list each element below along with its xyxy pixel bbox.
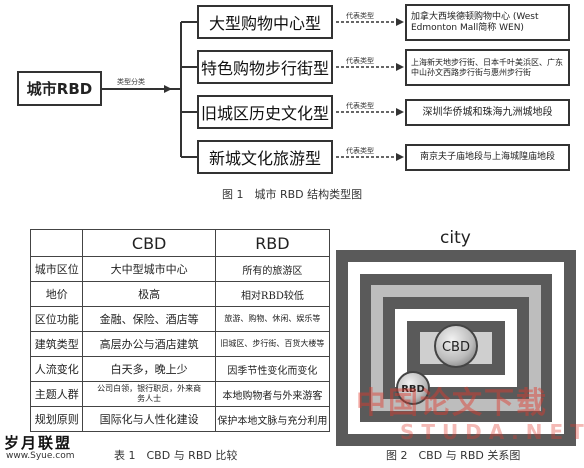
example-box-3: 深圳华侨城和珠海九洲城地段 [405,99,570,126]
example-text: 加拿大西埃德顿购物中心 (West Edmonton Mall简称 WEN) [411,11,539,33]
table-cell: 高层办公与酒店建筑 [82,331,216,357]
cbd-disc [434,324,478,368]
table-header-cell: CBD [82,229,216,257]
table-header-cell [29,229,84,257]
table-cell: 本地购物者与外来游客 [214,381,331,407]
table-cell: 人流变化 [29,356,84,382]
table-cell: 主题人群 [29,381,84,407]
watermark-right-cn: 中国论文下载 [356,386,548,421]
rep-label-3: 代表类型 [346,102,374,110]
type-label: 特色购物步行街型 [200,59,329,78]
rep-label-4: 代表类型 [346,147,374,155]
table-cell: 因季节性变化而变化 [214,356,331,382]
figure1-caption: 图 1 城市 RBD 结构类型图 [222,188,363,201]
table-cell: 地价 [29,281,84,307]
rbd-disc [396,371,430,405]
table-cell: 白天多，晚上少 [82,356,216,382]
table-cell: 旧城区、步行街、百货大楼等 [214,331,331,357]
table-row: 地价 极高 相对RBD较低 [29,281,331,307]
figure2-title: city [440,228,471,248]
table-header-cell: RBD [214,229,331,257]
table-row: 城市区位 大中型城市中心 所有的旅游区 [29,256,331,282]
rep-label-1: 代表类型 [346,12,374,20]
type-label: 新城文化旅游型 [208,149,321,168]
table-cell: 国际化与人性化建设 [82,406,216,432]
comparison-table: CBD RBD 城市区位 大中型城市中心 所有的旅游区 地价 极高 相对RBD较… [29,229,331,432]
classification-label: 类型分类 [117,78,145,86]
table-cell: 区位功能 [29,306,84,332]
rep-label-2: 代表类型 [346,57,374,65]
root-label: 城市RBD [26,80,93,98]
type-box-historic-district: 旧城区历史文化型 [197,95,333,129]
table-cell: 建筑类型 [29,331,84,357]
figure2-caption: 图 2 CBD 与 RBD 关系图 [386,449,521,462]
table-cell: 公司白领，银行职员，外来商务人士 [82,381,216,407]
table-cell: 所有的旅游区 [214,256,331,282]
type-label: 旧城区历史文化型 [200,104,329,123]
table-row: 人流变化 白天多，晚上少 因季节性变化而变化 [29,356,331,382]
type-box-pedestrian-street: 特色购物步行街型 [197,50,333,84]
figure1-connectors [101,18,404,161]
table-header-row: CBD RBD [29,229,331,257]
table-cell: 大中型城市中心 [82,256,216,282]
watermark-right-url: S T U D A . N E T [400,420,584,444]
example-text: 上海新天地步行街、日本千叶美浜区、广东中山孙文西路步行街与惠州步行街 [411,57,563,77]
example-box-2: 上海新天地步行街、日本千叶美浜区、广东中山孙文西路步行街与惠州步行街 [405,49,570,86]
watermark-left-logo: 岁月联盟 [4,434,73,452]
table-row: 规划原则 国际化与人性化建设 保护本地文脉与充分利用 [29,406,331,432]
rbd-label: RBD [401,384,425,395]
table1-caption: 表 1 CBD 与 RBD 比较 [114,449,238,462]
watermark-left-url: www.Syue.com [6,451,75,461]
example-box-1: 加拿大西埃德顿购物中心 (West Edmonton Mall简称 WEN) [405,4,570,41]
city-diagram: CBD RBD [336,250,576,446]
table-cell: 旅游、购物、休闲、娱乐等 [214,306,331,332]
type-box-shopping-mall: 大型购物中心型 [197,5,333,39]
table-cell: 保护本地文脉与充分利用 [214,406,331,432]
table-cell: 金融、保险、酒店等 [82,306,216,332]
cbd-label: CBD [442,340,470,355]
table-cell: 城市区位 [29,256,84,282]
table-cell: 相对RBD较低 [214,281,331,307]
example-box-4: 南京夫子庙地段与上海城隍庙地段 [405,144,570,171]
root-rbd-box: 城市RBD [17,71,102,106]
table-cell: 极高 [82,281,216,307]
table-row: 建筑类型 高层办公与酒店建筑 旧城区、步行街、百货大楼等 [29,331,331,357]
type-box-new-town-tourism: 新城文化旅游型 [197,140,333,174]
example-text: 南京夫子庙地段与上海城隍庙地段 [419,152,555,162]
type-label: 大型购物中心型 [208,14,321,33]
table-row: 区位功能 金融、保险、酒店等 旅游、购物、休闲、娱乐等 [29,306,331,332]
table-cell: 规划原则 [29,406,84,432]
table-row: 主题人群 公司白领，银行职员，外来商务人士 本地购物者与外来游客 [29,381,331,407]
example-text: 深圳华侨城和珠海九洲城地段 [422,107,553,118]
